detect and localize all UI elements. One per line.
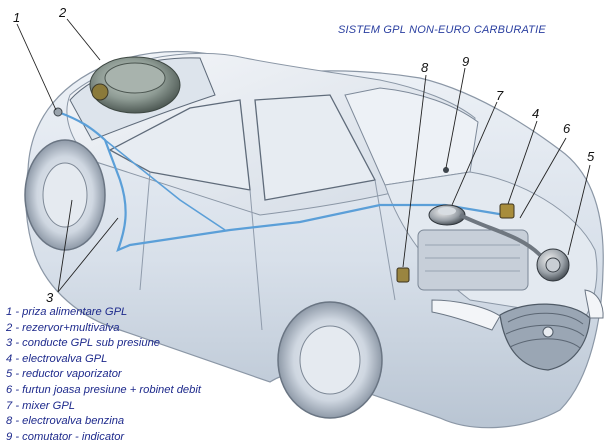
- badge: [542, 326, 554, 338]
- headlight-left: [431, 299, 501, 331]
- callout-5: 5: [587, 149, 595, 164]
- callout-7: 7: [496, 88, 504, 103]
- legend-item: 3 - conducte GPL sub presiune: [6, 337, 161, 350]
- switch-indicator: [443, 167, 449, 173]
- legend: 1 - priza alimentare GPL 2 - rezervor+mu…: [6, 305, 201, 445]
- legend-item: 5 - reductor vaporizator: [6, 368, 122, 381]
- callout-4: 4: [532, 106, 540, 121]
- side-window-rear: [108, 99, 251, 191]
- callout-8: 8: [421, 60, 429, 75]
- legend-item: 2 - rezervor+multivalva: [6, 321, 120, 334]
- callout-9: 9: [462, 54, 470, 69]
- callout-6: 6: [563, 121, 571, 136]
- legend-item: 8 - electrovalva benzina: [6, 415, 125, 428]
- engine-block: [417, 229, 529, 291]
- callout-2: 2: [59, 5, 67, 20]
- legend-item: 6 - furtun joasa presiune + robinet debi…: [6, 383, 201, 396]
- gas-line: [57, 110, 506, 252]
- legend-item: 7 - mixer GPL: [6, 399, 76, 412]
- headlight-right: [584, 289, 604, 319]
- low-pressure-hose: [459, 213, 542, 257]
- legend-item: 4 - electrovalva GPL: [6, 352, 108, 365]
- legend-item: 9 - comutator - indicator: [6, 430, 125, 443]
- diagram-title: SISTEM GPL NON-EURO CARBURATIE: [338, 24, 546, 36]
- lpg-solenoid-valve: [499, 203, 515, 219]
- callout-1: 1: [13, 10, 21, 25]
- petrol-solenoid-valve: [396, 267, 410, 283]
- legend-item: 1 - priza alimentare GPL: [6, 306, 128, 318]
- callout-3: 3: [46, 290, 54, 305]
- front-grille: [499, 303, 591, 371]
